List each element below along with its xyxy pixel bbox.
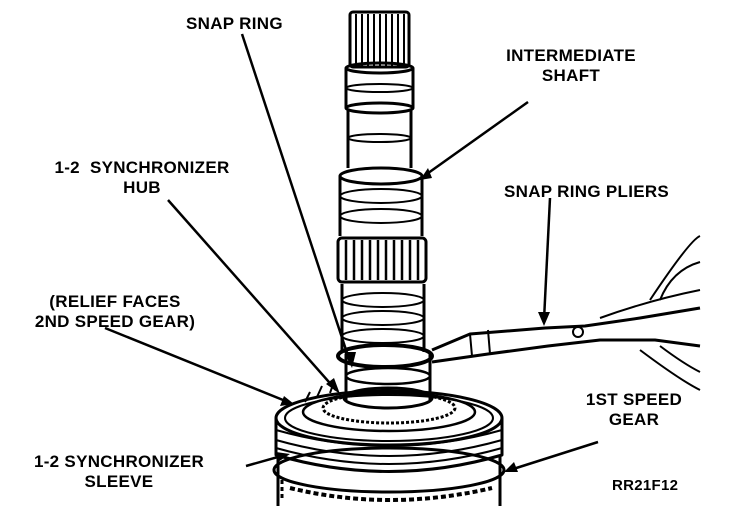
label-first-speed-gear-line1: 1ST SPEED — [585, 390, 683, 409]
snap-ring — [336, 343, 434, 369]
synchronizer-sleeve — [274, 389, 504, 473]
label-snap-ring-pliers: SNAP RING PLIERS — [504, 182, 670, 201]
label-synchronizer-sleeve-line2: SLEEVE — [84, 472, 154, 491]
arrow-heads — [276, 168, 550, 472]
label-relief-faces-line2: 2ND SPEED GEAR) — [34, 312, 196, 331]
label-intermediate-shaft-line2: SHAFT — [541, 66, 601, 85]
label-synchronizer-hub-line2: HUB — [123, 178, 161, 197]
label-synchronizer-sleeve: 1-2 SYNCHRONIZER SLEEVE — [4, 452, 234, 492]
label-first-speed-gear: 1ST SPEED GEAR — [574, 390, 694, 430]
figure-code: RR21F12 — [612, 477, 679, 494]
label-intermediate-shaft-line1: INTERMEDIATE — [506, 46, 636, 65]
label-first-speed-gear-line2: GEAR — [608, 410, 660, 429]
label-relief-faces: (RELIEF FACES 2ND SPEED GEAR) — [4, 292, 226, 332]
label-synchronizer-hub-line1: 1-2 SYNCHRONIZER — [54, 158, 230, 177]
label-synchronizer-hub: 1-2 SYNCHRONIZER HUB — [26, 158, 258, 198]
label-snap-ring: SNAP RING — [186, 14, 283, 33]
label-intermediate-shaft: INTERMEDIATE SHAFT — [496, 46, 646, 86]
leader-lines — [104, 33, 599, 472]
label-relief-faces-line1: (RELIEF FACES — [49, 292, 181, 311]
label-synchronizer-sleeve-line1: 1-2 SYNCHRONIZER — [33, 452, 205, 471]
snap-ring-pliers — [431, 235, 701, 391]
first-speed-gear — [272, 446, 506, 506]
